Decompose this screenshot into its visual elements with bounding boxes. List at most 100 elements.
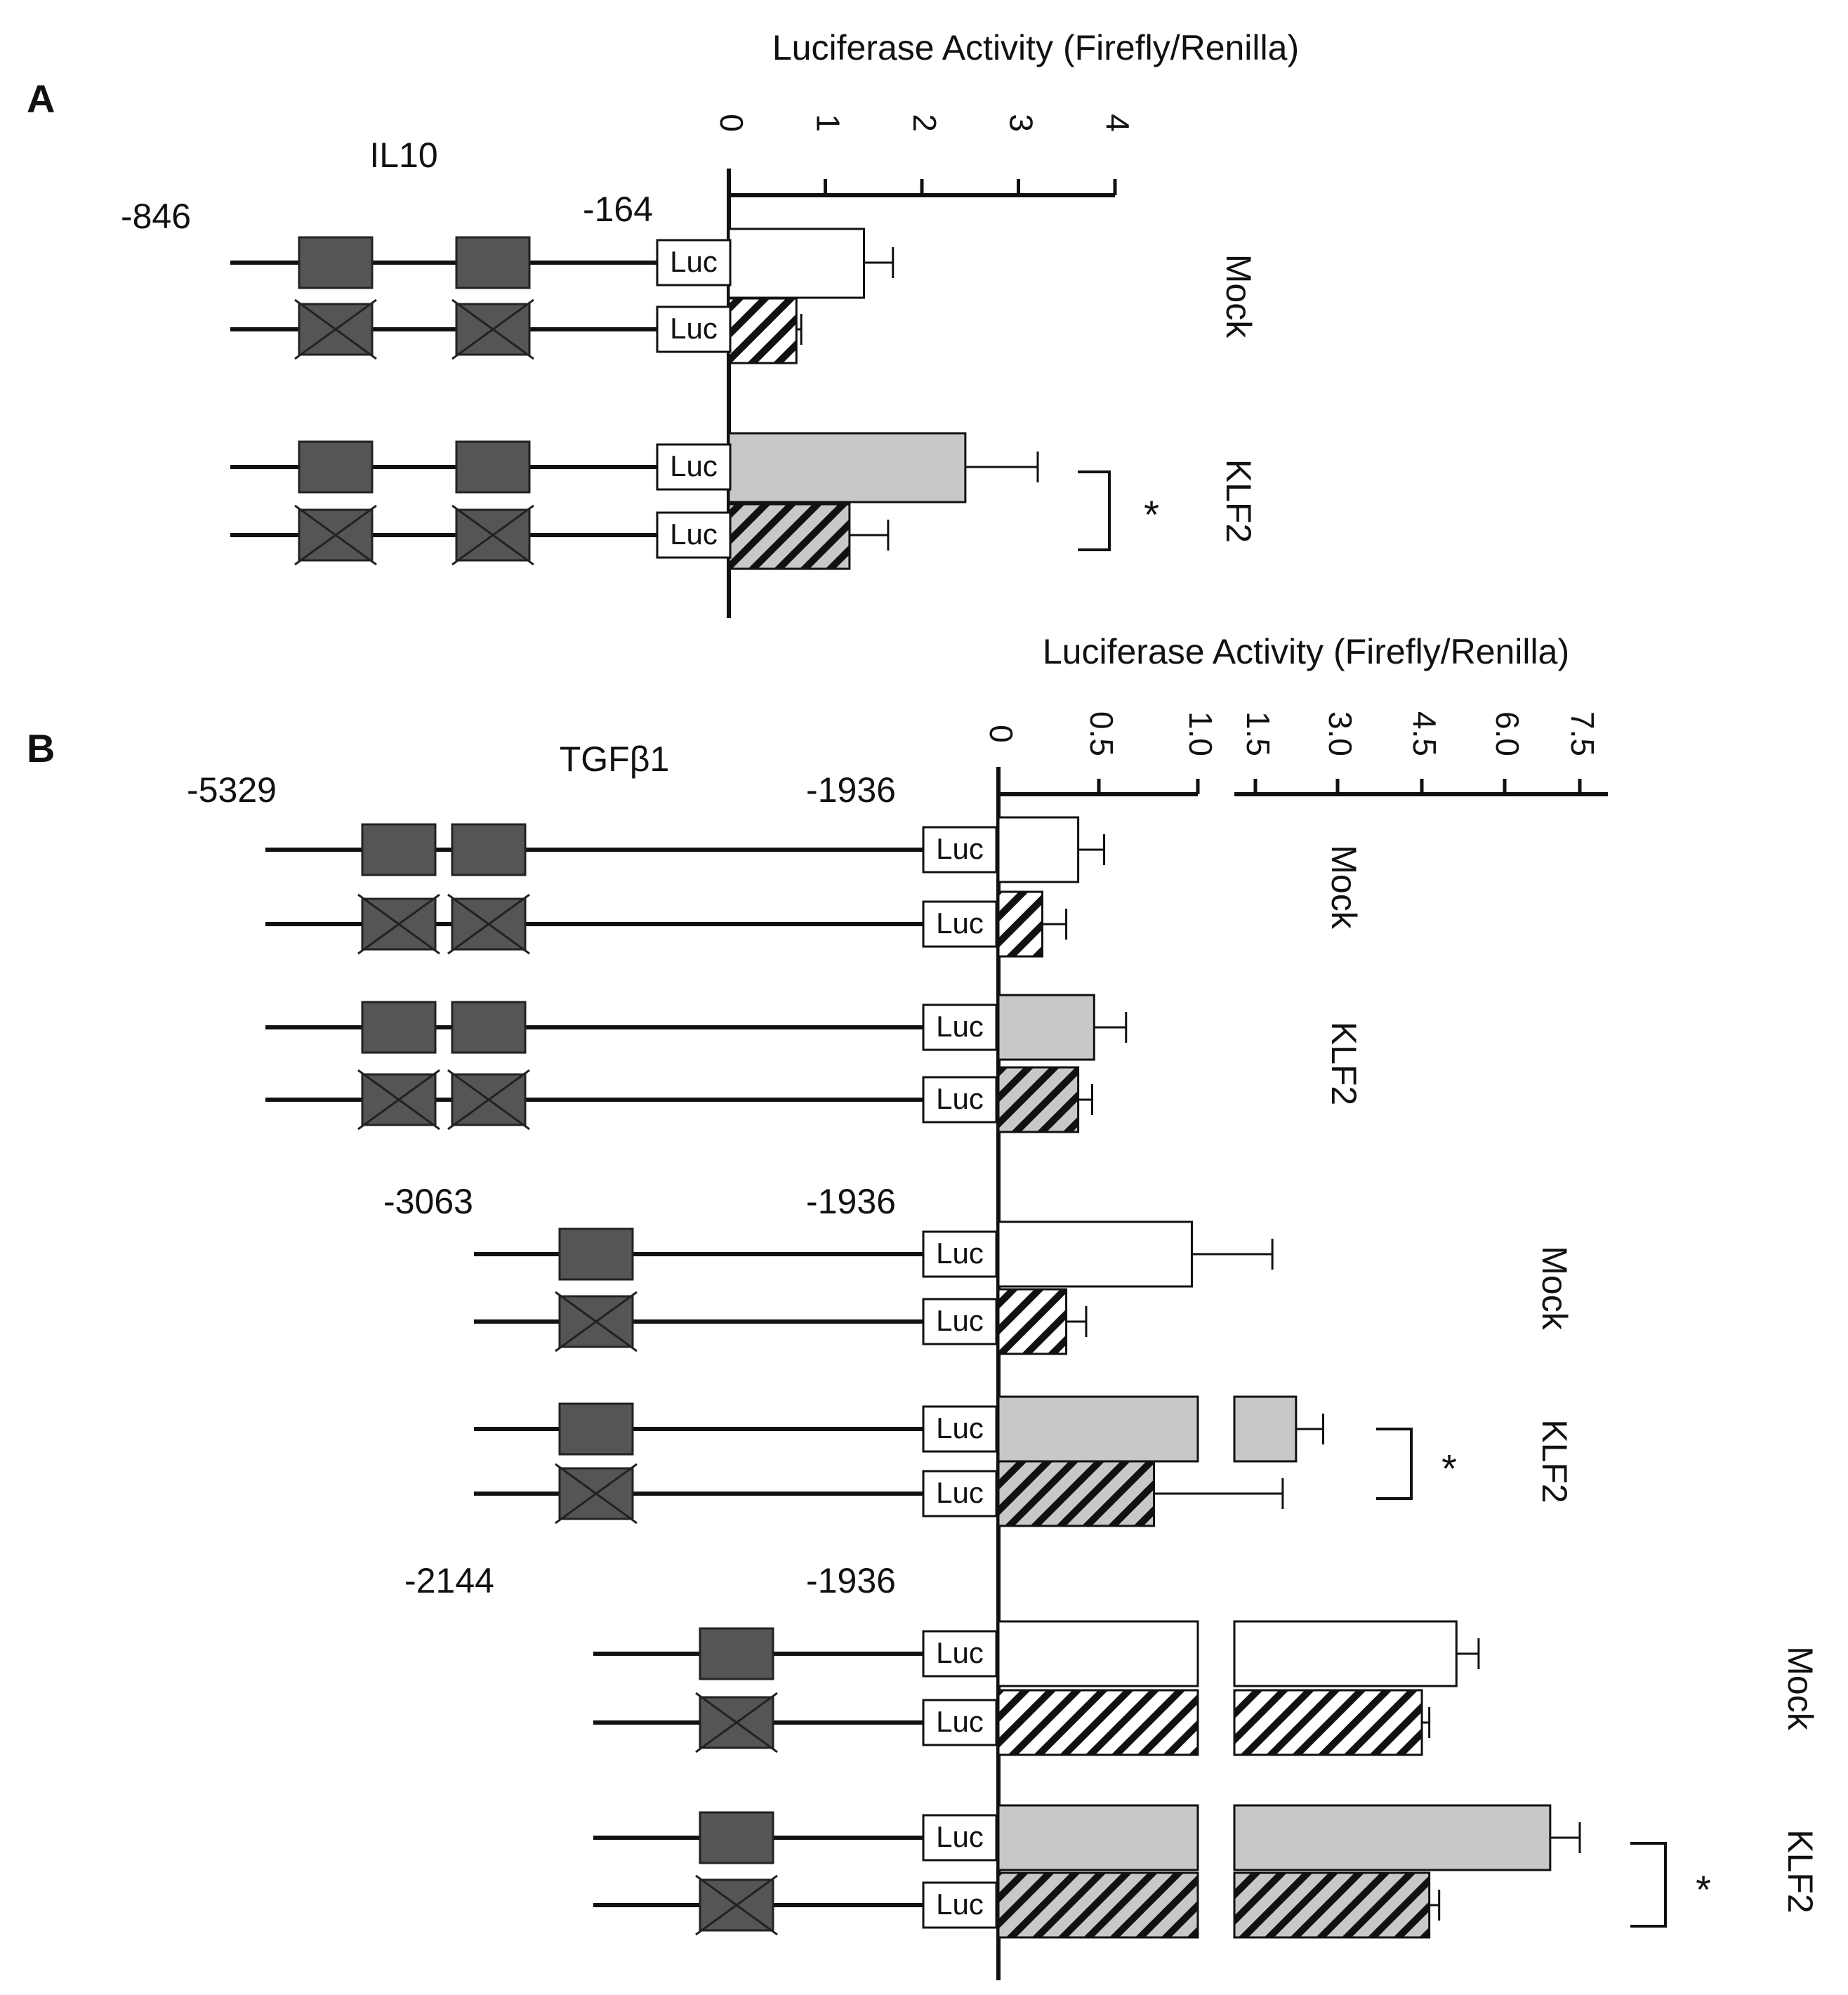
bar-klf2-wild-type-continued xyxy=(1233,1395,1298,1463)
klf2-binding-site xyxy=(699,1627,774,1680)
bar-klf2-wild-type xyxy=(997,1395,1199,1463)
luc-label: Luc xyxy=(670,518,718,551)
bar-mock-wild-type xyxy=(997,816,1080,883)
luc-label: Luc xyxy=(670,312,718,345)
mutation-cross-icon xyxy=(294,504,377,566)
luc-reporter-box xyxy=(922,1630,998,1678)
axis-break-gap xyxy=(1199,1803,1234,1873)
luc-label: Luc xyxy=(936,1705,984,1738)
significance-bracket xyxy=(1078,470,1111,551)
condition-label-klf2: KLF2 xyxy=(1781,1829,1820,1914)
significance-bracket xyxy=(1376,1428,1413,1500)
luc-label: Luc xyxy=(936,1636,984,1669)
luc-reporter-box xyxy=(656,511,732,559)
construct-start-label: -3063 xyxy=(383,1182,473,1221)
axis-title-a: Luciferase Activity (Firefly/Renilla) xyxy=(772,28,1299,67)
luc-label: Luc xyxy=(936,832,984,865)
significance-marker: * xyxy=(1441,1447,1457,1491)
luc-label: Luc xyxy=(936,1237,984,1270)
bar-klf2-wild-type xyxy=(997,994,1095,1061)
bar-klf2-wild-type-continued xyxy=(1233,1804,1552,1871)
bar-mock-site-mutant xyxy=(727,297,798,364)
bar-klf2-site-mutant xyxy=(727,503,851,570)
mutation-cross-icon xyxy=(447,893,530,955)
x-tick-label: 3.0 xyxy=(1322,711,1359,756)
condition-label-mock: Mock xyxy=(1781,1646,1820,1730)
axis-break-gap xyxy=(1199,1687,1234,1758)
significance-marker: * xyxy=(1144,492,1159,536)
condition-label-klf2: KLF2 xyxy=(1535,1419,1574,1503)
bar-klf2-site-mutant xyxy=(997,1066,1080,1133)
bar-mock-site-mutant xyxy=(997,890,1043,958)
luc-label: Luc xyxy=(936,1888,984,1921)
x-tick-label: 0 xyxy=(713,114,750,132)
luc-reporter-box xyxy=(922,1405,998,1453)
luc-reporter-box xyxy=(922,1470,998,1517)
panel-label-b: B xyxy=(27,726,55,770)
gene-label-il10: IL10 xyxy=(369,136,437,175)
klf2-binding-site xyxy=(558,1402,634,1456)
luc-reporter-box xyxy=(656,239,732,287)
bar-mock-wild-type xyxy=(997,1620,1199,1687)
luc-label: Luc xyxy=(670,245,718,278)
x-tick-label: 1 xyxy=(810,114,846,132)
condition-label-mock: Mock xyxy=(1219,254,1258,338)
klf2-binding-site xyxy=(558,1227,634,1281)
axis-title-b: Luciferase Activity (Firefly/Renilla) xyxy=(1043,632,1569,671)
klf2-binding-site xyxy=(298,236,374,289)
klf2-binding-site xyxy=(455,236,531,289)
bar-mock-wild-type xyxy=(727,228,865,299)
luc-reporter-box xyxy=(922,1298,998,1345)
x-tick-label: 1.0 xyxy=(1182,711,1219,756)
luc-reporter-box xyxy=(922,1814,998,1862)
construct-end-label: -1936 xyxy=(806,1561,896,1600)
bar-mock-wild-type-continued xyxy=(1233,1620,1458,1687)
axis-break-gap xyxy=(1199,1394,1234,1464)
construct-end-label: -164 xyxy=(583,190,653,229)
panel-label-a: A xyxy=(27,77,55,121)
construct-start-label: -846 xyxy=(121,197,191,236)
significance-marker: * xyxy=(1696,1867,1711,1911)
klf2-binding-site xyxy=(451,1001,527,1054)
luc-reporter-box xyxy=(656,443,732,491)
luc-reporter-box xyxy=(922,826,998,874)
luc-reporter-box xyxy=(922,1699,998,1746)
klf2-binding-site xyxy=(361,1001,437,1054)
luc-reporter-box xyxy=(922,1881,998,1929)
mutation-cross-icon xyxy=(555,1463,638,1525)
x-tick-label: 0 xyxy=(983,725,1019,743)
klf2-binding-site xyxy=(298,440,374,494)
condition-label-klf2: KLF2 xyxy=(1324,1022,1364,1106)
mutation-cross-icon xyxy=(451,298,534,360)
luc-reporter-box xyxy=(656,305,732,353)
construct-end-label: -1936 xyxy=(806,770,896,810)
luc-label: Luc xyxy=(936,1010,984,1043)
luc-label: Luc xyxy=(936,1411,984,1444)
mutation-cross-icon xyxy=(447,1069,530,1131)
luc-label: Luc xyxy=(936,1476,984,1509)
bar-mock-wild-type xyxy=(997,1220,1193,1288)
x-tick-label: 4 xyxy=(1100,114,1136,132)
significance-bracket xyxy=(1630,1842,1667,1928)
construct-start-label: -5329 xyxy=(187,770,277,810)
mutation-cross-icon xyxy=(695,1692,778,1753)
bar-mock-site-mutant xyxy=(997,1288,1068,1355)
mutation-cross-icon xyxy=(695,1874,778,1936)
x-tick-label: 0.5 xyxy=(1083,711,1120,756)
condition-label-klf2: KLF2 xyxy=(1219,459,1258,544)
luc-reporter-box xyxy=(922,1230,998,1278)
luc-reporter-box xyxy=(922,900,998,948)
luc-label: Luc xyxy=(936,1820,984,1853)
luc-reporter-box xyxy=(922,1076,998,1124)
x-tick-label: 6.0 xyxy=(1489,711,1526,756)
mutation-cross-icon xyxy=(555,1291,638,1352)
klf2-binding-site xyxy=(361,823,437,876)
luc-label: Luc xyxy=(936,907,984,940)
luc-reporter-box xyxy=(922,1003,998,1051)
x-tick-label: 7.5 xyxy=(1564,711,1601,756)
bar-klf2-site-mutant xyxy=(997,1460,1156,1527)
bar-klf2-site-mutant xyxy=(997,1871,1199,1939)
klf2-binding-site xyxy=(451,823,527,876)
x-tick-label: 2 xyxy=(906,114,943,132)
